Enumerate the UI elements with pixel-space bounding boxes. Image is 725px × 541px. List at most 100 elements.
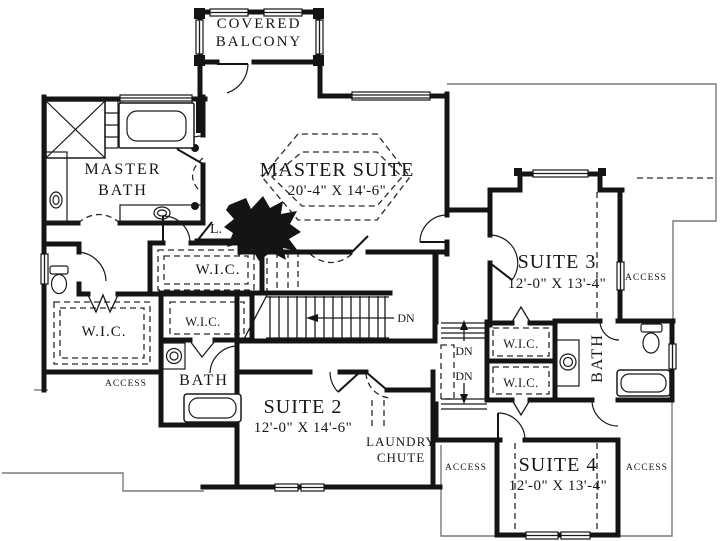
balcony-door-swing <box>226 63 249 94</box>
bathtub-left <box>183 393 242 423</box>
balcony-post <box>194 55 205 66</box>
suite3-door-swing <box>489 234 519 281</box>
suite4-dims: 12'-0" X 13'-4" <box>509 478 607 494</box>
chase-lines <box>276 252 289 292</box>
balcony-post <box>194 8 205 19</box>
ceiling-slope-lines-suite4 <box>514 443 598 533</box>
closet-shelf-outline <box>59 307 145 359</box>
window <box>263 8 303 17</box>
window <box>560 531 591 540</box>
left-bath-walls <box>158 291 255 428</box>
laundry-chute-shaft <box>371 400 385 430</box>
laundry-chute-label: CHUTE <box>377 450 425 465</box>
bath-label-vertical: BATH <box>589 333 606 383</box>
arrowhead <box>460 394 468 404</box>
window <box>351 91 431 101</box>
right-bath-upper-door-swing <box>599 320 620 341</box>
hinge-dot <box>191 202 199 210</box>
stair-treads <box>269 296 386 338</box>
master-suite-label: MASTER SUITE <box>260 159 415 181</box>
left-closet-walls <box>41 291 240 428</box>
shower <box>45 100 119 159</box>
master-bath-door-leaf <box>176 148 204 165</box>
access-label: ACCESS <box>626 463 668 473</box>
stair-break-line <box>242 294 268 342</box>
wic-label: W.I.C. <box>503 376 539 390</box>
right-bath-lower-door-swing <box>591 399 619 427</box>
suite2-door-leaf <box>337 371 361 393</box>
covered-balcony-label: COVERED <box>217 16 302 32</box>
closet-shelf-outline <box>492 327 550 357</box>
room-labels: COVERED BALCONY MASTER SUITE 20'-4" X 14… <box>81 16 668 494</box>
suite3-south-walls <box>487 318 676 326</box>
arched-entry <box>309 253 353 264</box>
tray-ceiling-inner <box>271 151 403 207</box>
access-label: ACCESS <box>625 273 667 283</box>
access-label: ACCESS <box>445 463 487 473</box>
closet-shelf-outline <box>163 255 249 285</box>
bath-label: BATH <box>179 372 229 389</box>
window <box>616 261 625 291</box>
window <box>668 343 677 370</box>
wic-label: W.I.C. <box>185 315 221 329</box>
main-staircase <box>242 294 394 342</box>
closet-shelf-outline <box>169 301 245 335</box>
master-closet-door-swing <box>162 215 191 244</box>
arrowhead <box>460 320 468 330</box>
laundry-door-leaf <box>365 371 388 391</box>
suite-entry-door-leaf <box>351 235 369 253</box>
master-bath-label: BATH <box>98 182 148 199</box>
master-suite-dims: 20'-4" X 14'-6" <box>288 183 386 199</box>
bifold-door-marks <box>87 293 119 314</box>
vanity-sink <box>162 342 186 370</box>
window <box>274 483 299 492</box>
dn-label: DN <box>397 311 415 325</box>
window <box>300 483 325 492</box>
left-bath-door-swing <box>209 345 238 374</box>
master-bath-label: MASTER <box>85 161 162 178</box>
laundry-door-swing <box>365 372 391 399</box>
water-closet-door-swing <box>78 251 107 282</box>
master-closet-walls <box>147 240 265 296</box>
dn-label: DN <box>455 344 473 358</box>
eave-line-top-right <box>447 83 717 320</box>
wic-label: W.I.C. <box>503 337 539 351</box>
window <box>532 169 589 178</box>
right-closet-walls <box>484 319 558 403</box>
suite4-label: SUITE 4 <box>519 454 598 476</box>
balcony-post <box>313 8 324 19</box>
linen-door-leaf <box>196 221 213 242</box>
bathtub-right <box>616 369 671 397</box>
suite3-side-walls <box>487 187 623 328</box>
back-stairs <box>441 320 487 410</box>
windows <box>40 8 677 540</box>
back-hall-walls <box>433 249 503 443</box>
laundry-chute-label: LAUNDRY <box>366 434 436 449</box>
bay-post <box>514 168 522 176</box>
closet-door-mark <box>511 305 531 323</box>
bathtub-master <box>118 102 195 149</box>
closet-shelf-outline <box>492 366 550 395</box>
closet-door-mark <box>511 399 531 417</box>
chimney-chase <box>224 196 301 261</box>
vanity-sink <box>119 204 204 223</box>
doors <box>78 63 620 441</box>
water-closet-walls <box>41 241 82 297</box>
fixtures <box>45 100 671 423</box>
dn-label: DN <box>455 369 473 383</box>
closet-door-mark <box>189 340 216 359</box>
arched-niche <box>191 157 204 195</box>
arched-opening <box>77 213 121 224</box>
wic-label: W.I.C. <box>81 324 126 340</box>
suite2-door-swing <box>329 371 339 393</box>
access-label: ACCESS <box>105 379 147 389</box>
wic-label: W.I.C. <box>195 262 240 278</box>
vanity-sink <box>555 339 580 387</box>
eave-line-bottom-left <box>2 472 204 492</box>
eave-dashed-box <box>440 344 455 400</box>
roof-eave-lines <box>2 83 717 537</box>
window <box>195 19 204 55</box>
right-bath-walls <box>552 319 675 403</box>
window <box>525 531 559 540</box>
